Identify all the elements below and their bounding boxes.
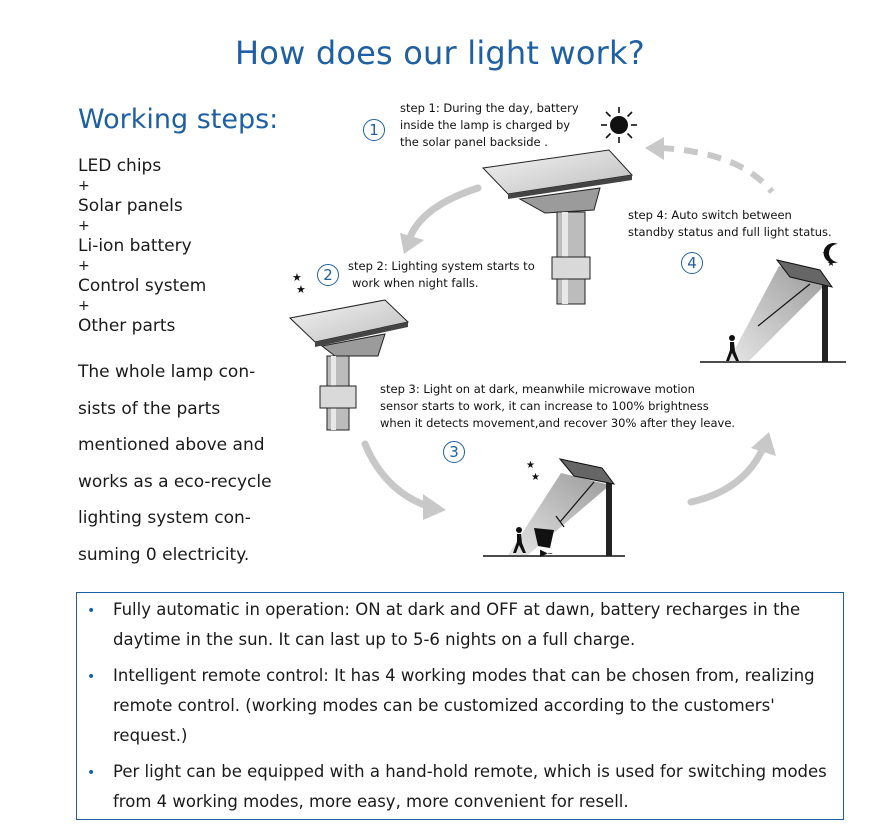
feature-item: • Per light can be equipped with a hand-… xyxy=(87,757,837,817)
part-other-parts: Other parts xyxy=(78,316,176,336)
step-line: standby status and full light status. xyxy=(628,225,832,239)
part-control-system: Control system xyxy=(78,276,207,296)
lamp-description: The whole lamp con- sists of the parts m… xyxy=(78,354,293,574)
cycle-arrow xyxy=(407,184,482,239)
plus-sign: + xyxy=(78,178,90,194)
arrowhead-icon xyxy=(645,137,664,160)
part-solar-panels: Solar panels xyxy=(78,196,183,216)
solar-street-light-icon xyxy=(288,299,410,431)
sun-icon xyxy=(601,107,637,143)
step-4-text: step 4: Auto switch between standby stat… xyxy=(628,207,832,241)
cycle-arrow xyxy=(361,440,434,511)
step-3-text: step 3: Light on at dark, meanwhile micr… xyxy=(380,381,735,432)
moon-stars-icon: ★ ★ xyxy=(508,458,540,483)
walking-person-icon xyxy=(726,335,739,361)
part-led-chips: LED chips xyxy=(78,156,162,176)
step-4-number-icon: 4 xyxy=(681,252,703,274)
step-line: step 3: Light on at dark, meanwhile micr… xyxy=(380,382,695,396)
step-line: when it detects movement,and recover 30%… xyxy=(380,416,736,430)
step-line: step 1: During the day, battery xyxy=(400,101,579,115)
moon-stars-icon: ★ ★ xyxy=(822,243,838,269)
step-line: step 4: Auto switch between xyxy=(628,208,792,222)
step-1-text: step 1: During the day, battery inside t… xyxy=(400,100,579,151)
bullet-icon: • xyxy=(87,603,96,619)
description-line: works as a eco-recycle xyxy=(78,471,272,492)
svg-text:★: ★ xyxy=(822,249,830,259)
walking-person-icon xyxy=(513,527,526,553)
plus-sign: + xyxy=(78,258,90,274)
night-scene-step3: ▶– xyxy=(483,458,625,559)
svg-text:▶–: ▶– xyxy=(540,548,553,559)
step-line: the solar panel backside . xyxy=(400,135,548,149)
feature-text: Fully automatic in operation: ON at dark… xyxy=(113,600,801,649)
description-line: sists of the parts xyxy=(78,398,221,419)
bullet-icon: • xyxy=(87,765,96,781)
cycle-arrow xyxy=(687,442,768,506)
plus-sign: + xyxy=(78,218,90,234)
arrowhead-icon xyxy=(400,233,424,254)
feature-text: Intelligent remote control: It has 4 wor… xyxy=(113,666,815,745)
step-2-text: step 2: Lighting system starts to work w… xyxy=(348,258,535,292)
step-2-number-icon: 2 xyxy=(317,264,339,286)
page-title: How does our light work? xyxy=(235,34,645,72)
description-line: suming 0 electricity. xyxy=(78,544,250,565)
working-steps-heading: Working steps: xyxy=(78,104,279,135)
parts-list: LED chips + Solar panels + Li-ion batter… xyxy=(78,156,206,336)
step-line: inside the lamp is charged by xyxy=(400,118,571,132)
description-line: mentioned above and xyxy=(78,435,265,456)
bullet-icon: • xyxy=(87,669,96,685)
night-scene-step4 xyxy=(700,259,846,363)
step-line: work when night falls. xyxy=(352,276,479,290)
step-3-number-icon: 3 xyxy=(443,441,465,463)
cycle-arrow-dashed xyxy=(659,145,775,194)
description-line: The whole lamp con- xyxy=(78,362,256,382)
features-box: • Fully automatic in operation: ON at da… xyxy=(76,592,844,820)
feature-text: Per light can be equipped with a hand-ho… xyxy=(113,762,827,811)
step-line: sensor starts to work, it can increase t… xyxy=(380,399,709,413)
feature-item: • Fully automatic in operation: ON at da… xyxy=(87,595,837,655)
svg-text:★: ★ xyxy=(827,259,835,269)
svg-text:★: ★ xyxy=(296,283,306,296)
feature-item: • Intelligent remote control: It has 4 w… xyxy=(87,661,837,751)
moon-stars-icon: ★ ★ xyxy=(273,268,306,296)
svg-text:★: ★ xyxy=(531,472,540,483)
part-li-ion-battery: Li-ion battery xyxy=(78,236,192,256)
solar-street-light-icon xyxy=(481,149,634,305)
plus-sign: + xyxy=(78,298,90,314)
svg-text:★: ★ xyxy=(292,271,302,284)
step-1-number-icon: 1 xyxy=(363,119,385,141)
step-line: step 2: Lighting system starts to xyxy=(348,259,535,273)
arrowhead-icon xyxy=(751,432,776,456)
description-line: lighting system con- xyxy=(78,508,251,529)
arrowhead-icon xyxy=(423,494,446,520)
svg-text:★: ★ xyxy=(526,460,535,471)
